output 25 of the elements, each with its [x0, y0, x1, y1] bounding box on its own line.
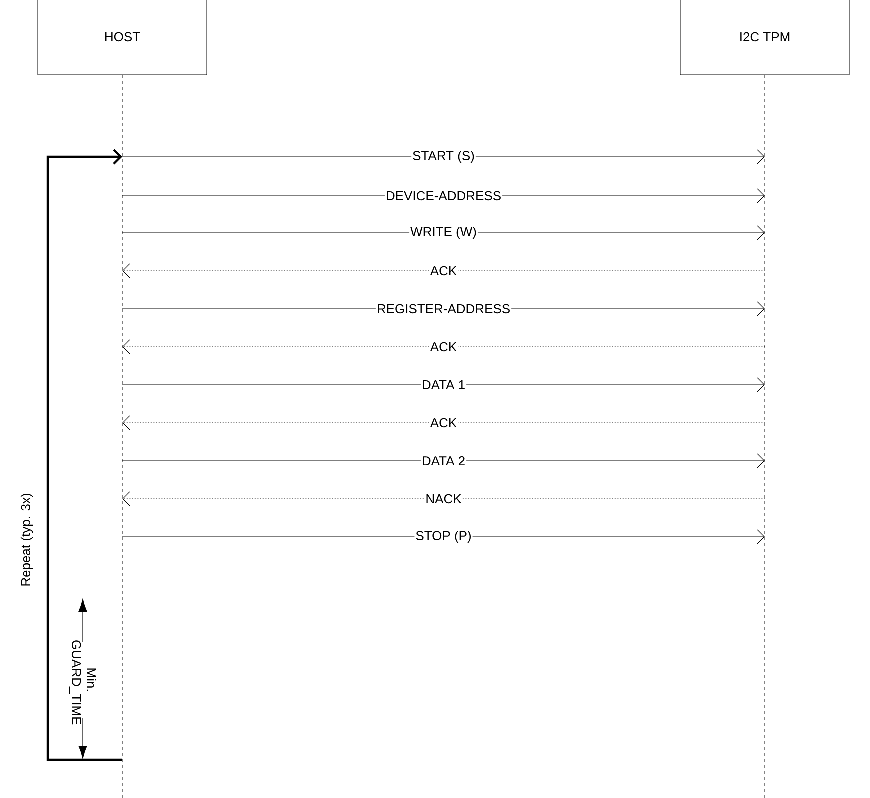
- message-arrow: [122, 530, 765, 544]
- message-arrow: [122, 416, 766, 430]
- edge-label: START (S): [412, 150, 476, 164]
- participant-box: HOST: [38, 0, 208, 76]
- edge-label: WRITE (W): [410, 226, 478, 240]
- message-arrow: [122, 378, 765, 392]
- edge-label: ACK: [429, 265, 458, 277]
- message-arrow: [122, 150, 765, 164]
- message-arrow: [122, 454, 765, 468]
- edge-label: DEVICE-ADDRESS: [384, 190, 503, 202]
- edge-label: STOP (P): [414, 530, 473, 544]
- edge-label: ACK: [429, 341, 458, 353]
- edge-label: NACK: [424, 493, 463, 505]
- edge-label: REGISTER-ADDRESS: [376, 303, 512, 315]
- loop-arrow: [46, 149, 122, 762]
- edge-label: DATA 2: [420, 455, 467, 467]
- edge-label: Repeat (typ. 3x): [20, 494, 34, 586]
- edge-label: ACK: [429, 417, 458, 429]
- participant-box: I2C TPM: [680, 0, 850, 76]
- message-arrow: [122, 264, 766, 278]
- dimension-label: Min. GUARD_TIME: [70, 640, 96, 725]
- message-arrow: [122, 226, 765, 240]
- message-arrow: [122, 340, 766, 354]
- message-arrow: [122, 492, 766, 506]
- edge-label: DATA 1: [420, 380, 467, 390]
